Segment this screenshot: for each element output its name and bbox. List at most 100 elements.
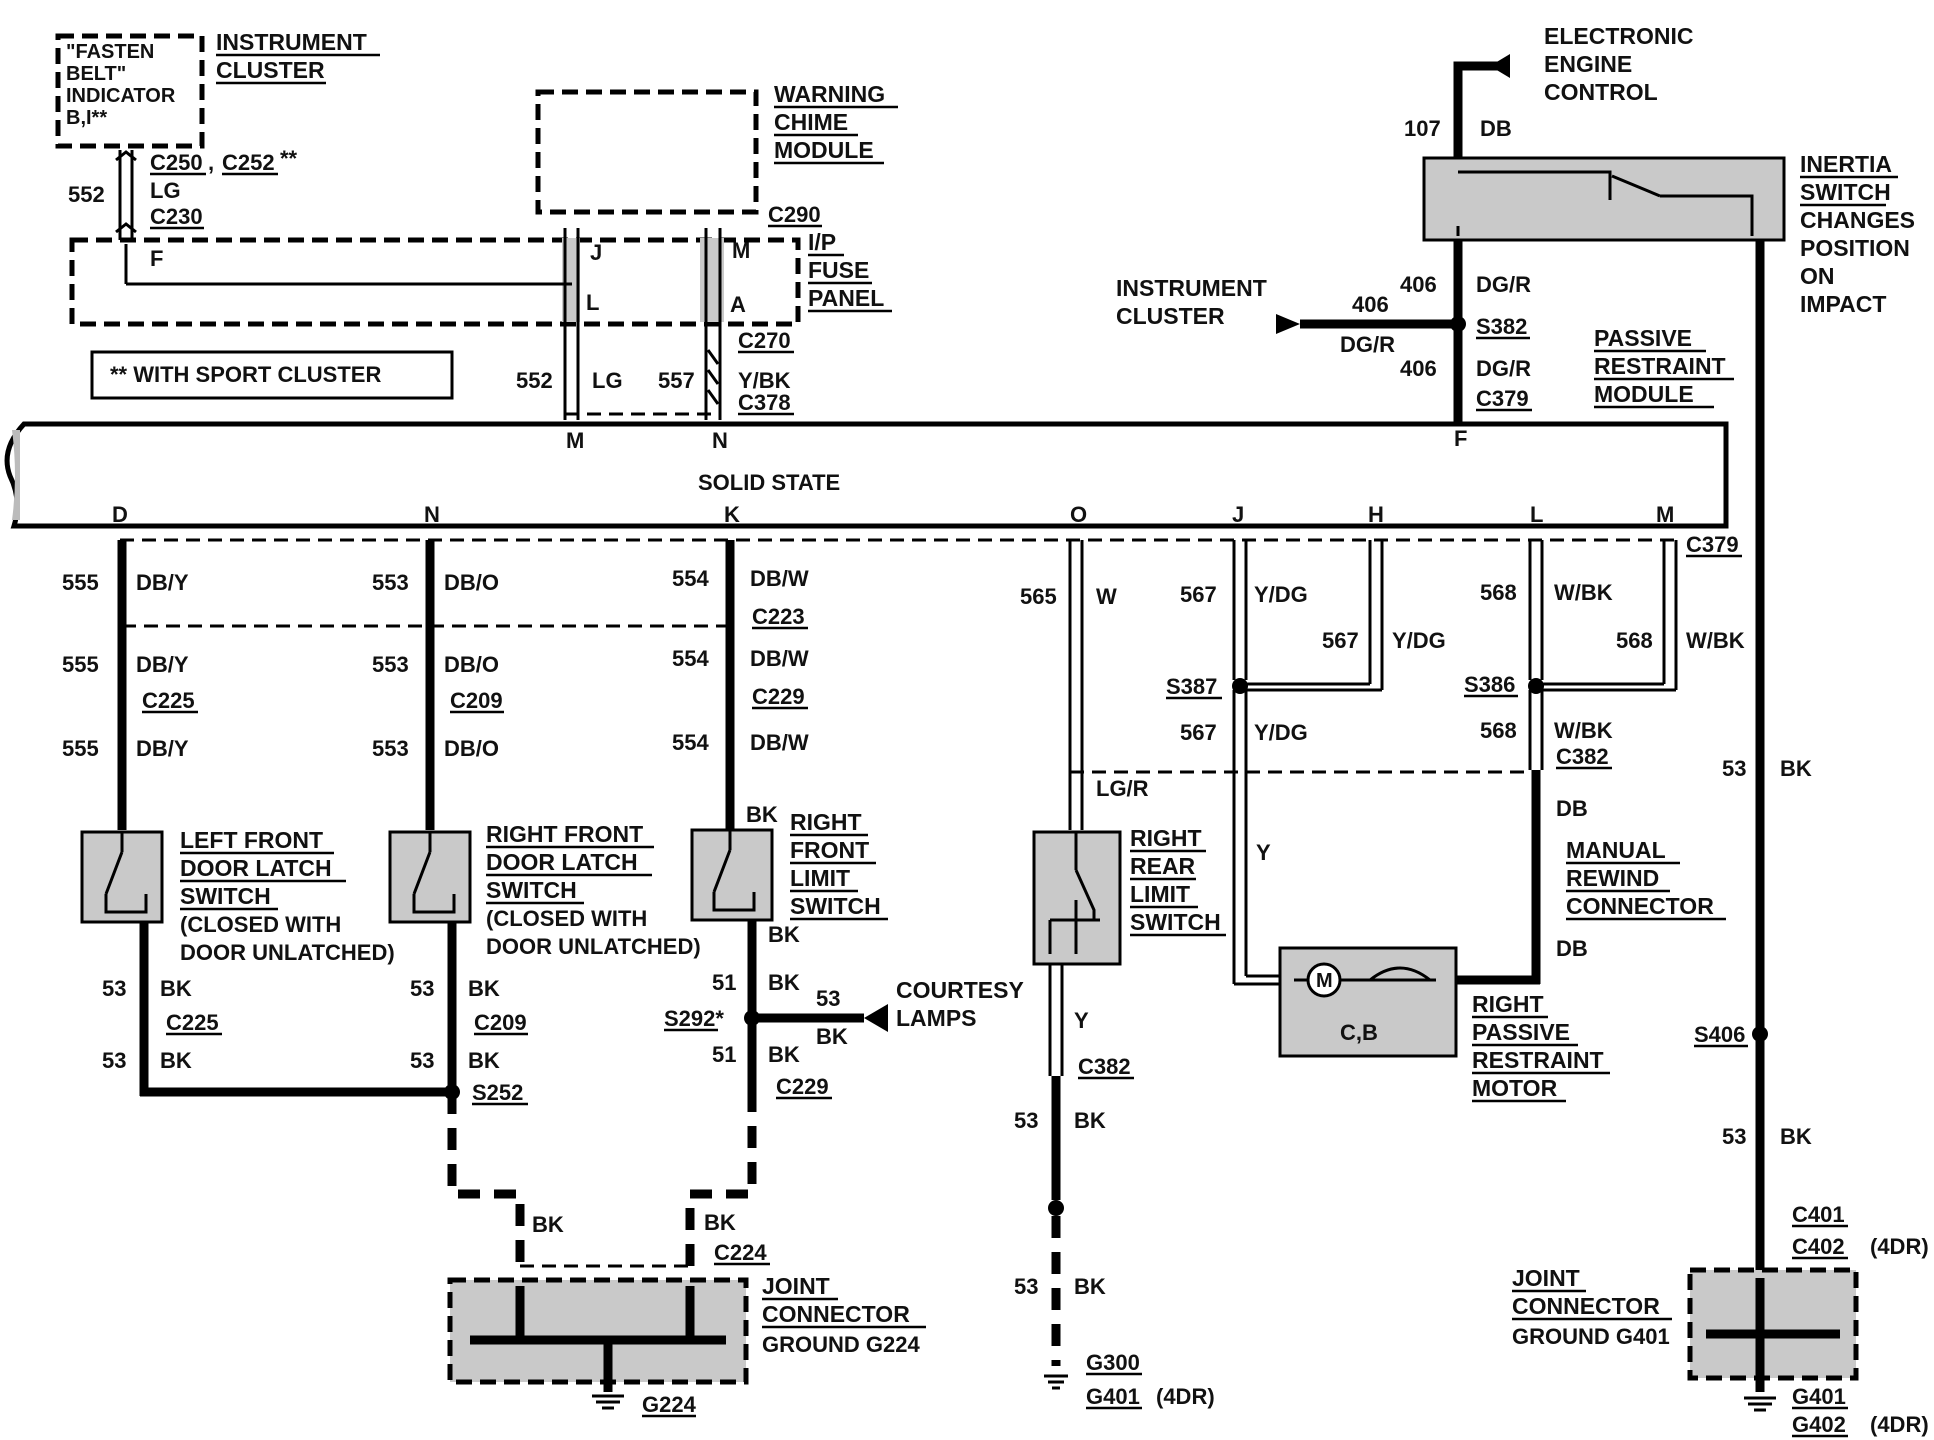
svg-text:M: M	[1316, 970, 1333, 992]
svg-text:567: 567	[1180, 720, 1217, 745]
inertia-switch: INERTIA SWITCH CHANGES POSITION ON IMPAC…	[1422, 151, 1915, 317]
svg-text:F: F	[1454, 426, 1467, 451]
svg-text:DB/O: DB/O	[444, 570, 499, 595]
svg-text:DOOR UNLATCHED): DOOR UNLATCHED)	[180, 940, 395, 965]
joint-connector-g224: JOINT CONNECTOR GROUND G224 G224	[447, 1273, 926, 1418]
svg-text:O: O	[1070, 502, 1087, 527]
svg-text:WARNING: WARNING	[774, 81, 885, 107]
svg-text:406: 406	[1400, 272, 1437, 297]
svg-text:PASSIVE: PASSIVE	[1472, 1019, 1570, 1045]
ip-fuse-panel: F J L M A I/P FUSE PANEL	[69, 228, 892, 330]
svg-text:M: M	[566, 428, 584, 453]
svg-text:C229: C229	[776, 1074, 829, 1099]
svg-text:BK: BK	[768, 1042, 800, 1067]
connector-c379-right: C379	[1686, 532, 1739, 557]
svg-text:REWIND: REWIND	[1566, 865, 1659, 891]
svg-text:GROUND G224: GROUND G224	[762, 1332, 920, 1357]
svg-text:ON: ON	[1800, 263, 1835, 289]
svg-text:53: 53	[410, 976, 434, 1001]
svg-text:G401: G401	[1086, 1384, 1140, 1409]
svg-text:M: M	[732, 238, 750, 263]
svg-text:D: D	[112, 502, 128, 527]
courtesy-lamps-label: COURTESY LAMPS	[896, 977, 1024, 1031]
svg-text:C230: C230	[150, 204, 203, 229]
svg-text:PASSIVE: PASSIVE	[1594, 325, 1692, 351]
svg-text:CONNECTOR: CONNECTOR	[1566, 893, 1714, 919]
passive-restraint-module-label: PASSIVE RESTRAINT MODULE	[1594, 325, 1734, 409]
svg-text:554: 554	[672, 730, 709, 755]
svg-text:A: A	[730, 292, 746, 317]
svg-text:**: **	[280, 146, 298, 171]
svg-text:BK: BK	[1074, 1108, 1106, 1133]
svg-text:LAMPS: LAMPS	[896, 1005, 977, 1031]
svg-text:INSTRUMENT: INSTRUMENT	[1116, 275, 1267, 301]
svg-text:BK: BK	[768, 922, 800, 947]
svg-text:(CLOSED WITH: (CLOSED WITH	[180, 912, 341, 937]
svg-text:DB/Y: DB/Y	[136, 652, 189, 677]
svg-text:107: 107	[1404, 116, 1441, 141]
svg-text:INSTRUMENT: INSTRUMENT	[216, 29, 367, 55]
svg-text:Y/DG: Y/DG	[1392, 628, 1446, 653]
svg-text:53: 53	[1722, 756, 1746, 781]
svg-text:53: 53	[410, 1048, 434, 1073]
svg-text:CLUSTER: CLUSTER	[1116, 303, 1225, 329]
instrument-cluster-top-label: INSTRUMENT CLUSTER	[216, 29, 380, 85]
svg-text:DB/O: DB/O	[444, 652, 499, 677]
svg-text:,: ,	[208, 150, 214, 175]
sport-cluster-note: ** WITH SPORT CLUSTER	[90, 350, 454, 400]
svg-text:S252: S252	[472, 1080, 523, 1105]
wire-53-bk-right: 53 BK S406 53 BK C401 C402 (4DR)	[1694, 240, 1929, 1310]
svg-text:553: 553	[372, 652, 409, 677]
warning-chime-module: WARNING CHIME MODULE	[535, 81, 898, 215]
svg-text:W/BK: W/BK	[1554, 580, 1613, 605]
svg-text:51: 51	[712, 970, 736, 995]
svg-text:DB/W: DB/W	[750, 566, 809, 591]
svg-text:CONNECTOR: CONNECTOR	[1512, 1293, 1660, 1319]
svg-text:C378: C378	[738, 390, 791, 415]
svg-text:DB/Y: DB/Y	[136, 570, 189, 595]
svg-text:C223: C223	[752, 604, 805, 629]
svg-text:C379: C379	[1476, 386, 1529, 411]
left-front-door-latch-switch: LEFT FRONT DOOR LATCH SWITCH (CLOSED WIT…	[80, 827, 395, 965]
svg-text:BK: BK	[468, 1048, 500, 1073]
svg-text:GROUND G401: GROUND G401	[1512, 1324, 1670, 1349]
svg-text:(4DR): (4DR)	[1870, 1234, 1929, 1259]
svg-text:BK: BK	[532, 1212, 564, 1237]
svg-text:FRONT: FRONT	[790, 837, 869, 863]
wires-552-557: 552 LG 557 Y/BK C270 C378	[516, 328, 794, 420]
svg-text:RIGHT: RIGHT	[1472, 991, 1544, 1017]
svg-text:LG: LG	[592, 368, 623, 393]
svg-text:IMPACT: IMPACT	[1800, 291, 1886, 317]
svg-text:C401: C401	[1792, 1202, 1845, 1227]
svg-text:C229: C229	[752, 684, 805, 709]
svg-text:G402: G402	[1792, 1412, 1846, 1437]
svg-text:DG/R: DG/R	[1476, 356, 1531, 381]
svg-text:(CLOSED WITH: (CLOSED WITH	[486, 906, 647, 931]
wire-552-lg: 552 C250 , C252 ** LG C230	[68, 146, 298, 240]
wire-53-bk-lf: 53 BK C225 53 BK	[102, 922, 452, 1097]
wire-565-w: 565 W LG/R	[1020, 540, 1149, 830]
svg-text:RIGHT: RIGHT	[790, 809, 862, 835]
svg-text:LG: LG	[150, 178, 181, 203]
wire-db-motor: DB DB	[1456, 770, 1588, 985]
svg-text:DB: DB	[1556, 796, 1588, 821]
svg-text:RESTRAINT: RESTRAINT	[1594, 353, 1726, 379]
svg-text:G224: G224	[642, 1392, 697, 1417]
svg-text:W/BK: W/BK	[1686, 628, 1745, 653]
svg-text:C,B: C,B	[1340, 1020, 1378, 1045]
svg-text:"FASTEN: "FASTEN	[66, 41, 154, 63]
svg-text:W: W	[1096, 584, 1117, 609]
svg-text:BK: BK	[1780, 1124, 1812, 1149]
svg-text:MODULE: MODULE	[774, 137, 874, 163]
wire-553-dbo: 553 DB/O 553 DB/O C209 553 DB/O	[372, 540, 504, 830]
instrument-cluster-mid-label: INSTRUMENT CLUSTER	[1116, 275, 1267, 329]
svg-text:SWITCH: SWITCH	[1130, 909, 1221, 935]
svg-text:53: 53	[102, 976, 126, 1001]
svg-text:LEFT FRONT: LEFT FRONT	[180, 827, 323, 853]
connector-c290: C290	[768, 202, 821, 227]
svg-text:567: 567	[1322, 628, 1359, 653]
svg-text:557: 557	[658, 368, 695, 393]
svg-text:C382: C382	[1078, 1054, 1131, 1079]
wire-567-ydg: 567 Y/DG 567 Y/DG S387 567 Y/DG Y	[1166, 540, 1446, 986]
svg-text:S406: S406	[1694, 1022, 1745, 1047]
